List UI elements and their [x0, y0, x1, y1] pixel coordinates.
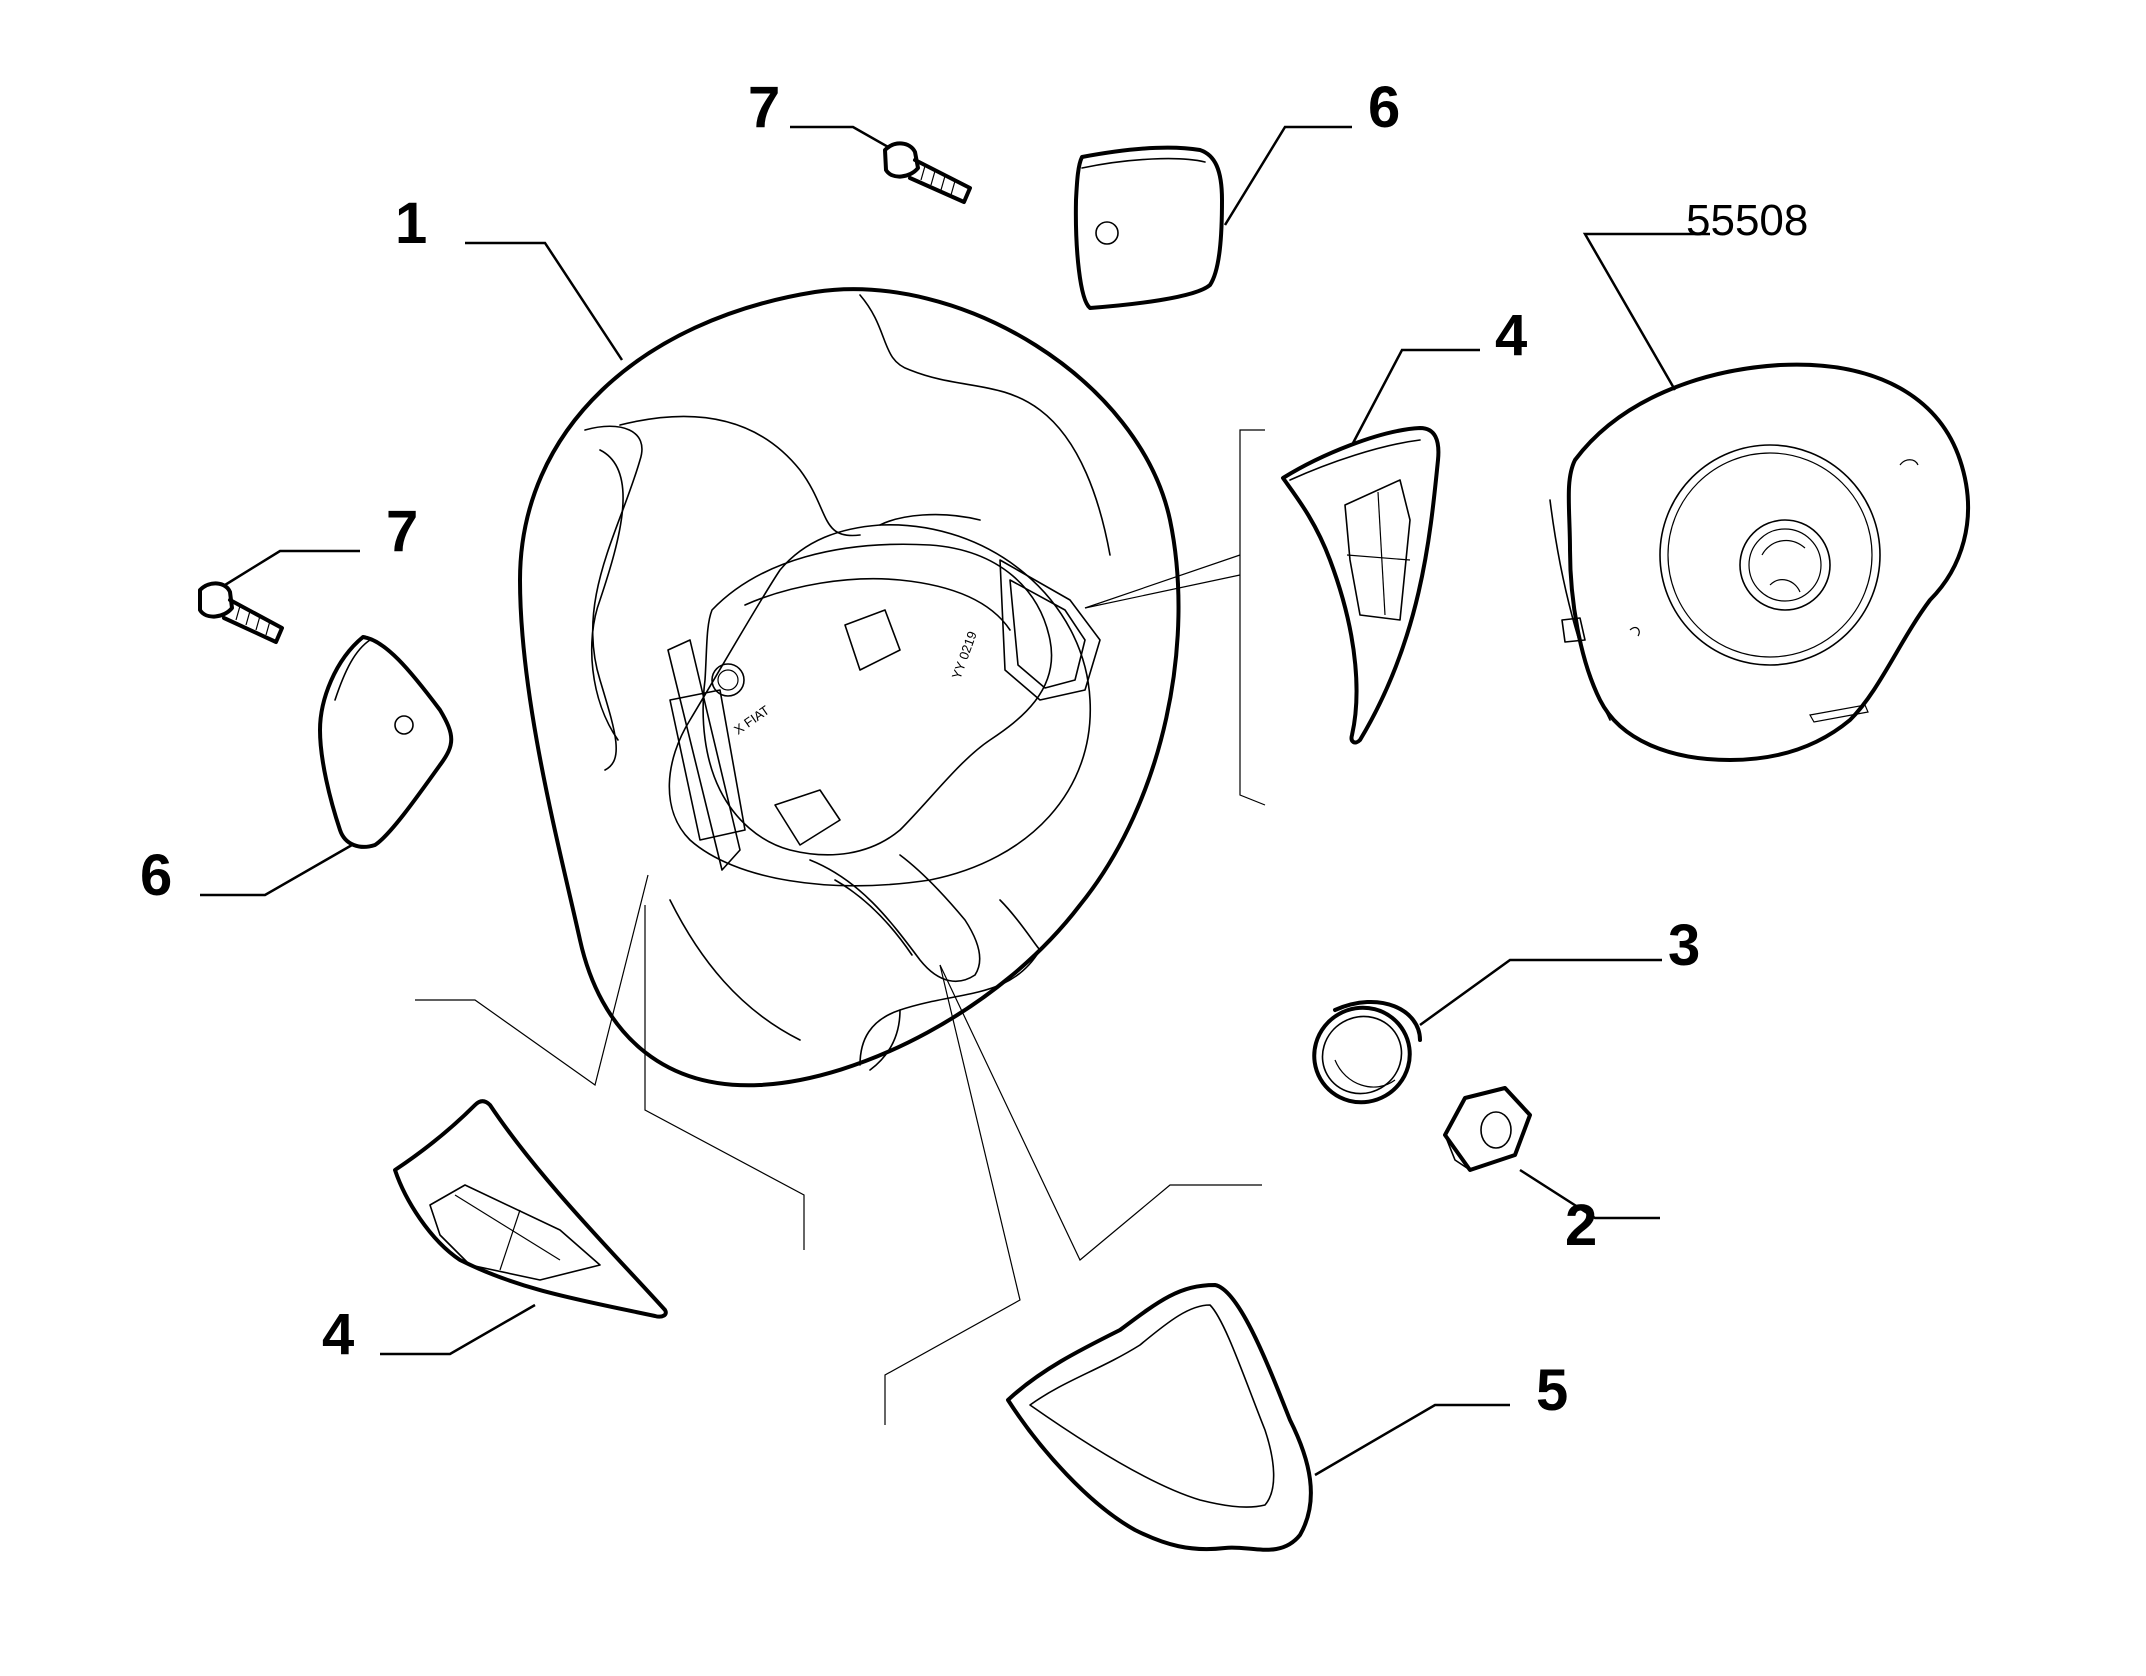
callout-plug-cover-left: 6 [140, 843, 172, 908]
callout-screw-left: 7 [386, 499, 418, 564]
spoke-text-left: X FIAT [731, 702, 772, 737]
callout-bush: 3 [1668, 913, 1700, 978]
switch-cover-right [1281, 426, 1441, 745]
bush [1312, 1000, 1422, 1105]
plug-cover-top [1073, 145, 1224, 310]
callout-switch-cover-left: 4 [322, 1302, 354, 1367]
switch-cover-left [393, 1099, 668, 1319]
screw-top [883, 141, 972, 204]
spoke-text-right: YY 0219 [949, 629, 980, 681]
callout-nut: 2 [1565, 1193, 1597, 1258]
callout-steering-wheel: 1 [395, 191, 427, 256]
steering-wheel: X FIAT YY 0219 [518, 287, 1181, 1088]
nut [1443, 1086, 1532, 1172]
plug-cover-left [318, 635, 454, 849]
callout-switch-cover-right: 4 [1495, 303, 1527, 368]
lower-spoke-cover [1006, 1283, 1313, 1552]
callout-screw-top: 7 [748, 75, 780, 140]
callout-lower-cover: 5 [1536, 1358, 1568, 1423]
callout-labels: 1 2 3 4 4 5 6 6 7 7 55508 [140, 75, 1808, 1423]
callout-plug-cover-top: 6 [1368, 75, 1400, 140]
airbag-module [1549, 362, 1970, 762]
screw-left [198, 581, 284, 644]
leader-lines [200, 125, 1710, 1477]
reference-number: 55508 [1686, 196, 1808, 245]
